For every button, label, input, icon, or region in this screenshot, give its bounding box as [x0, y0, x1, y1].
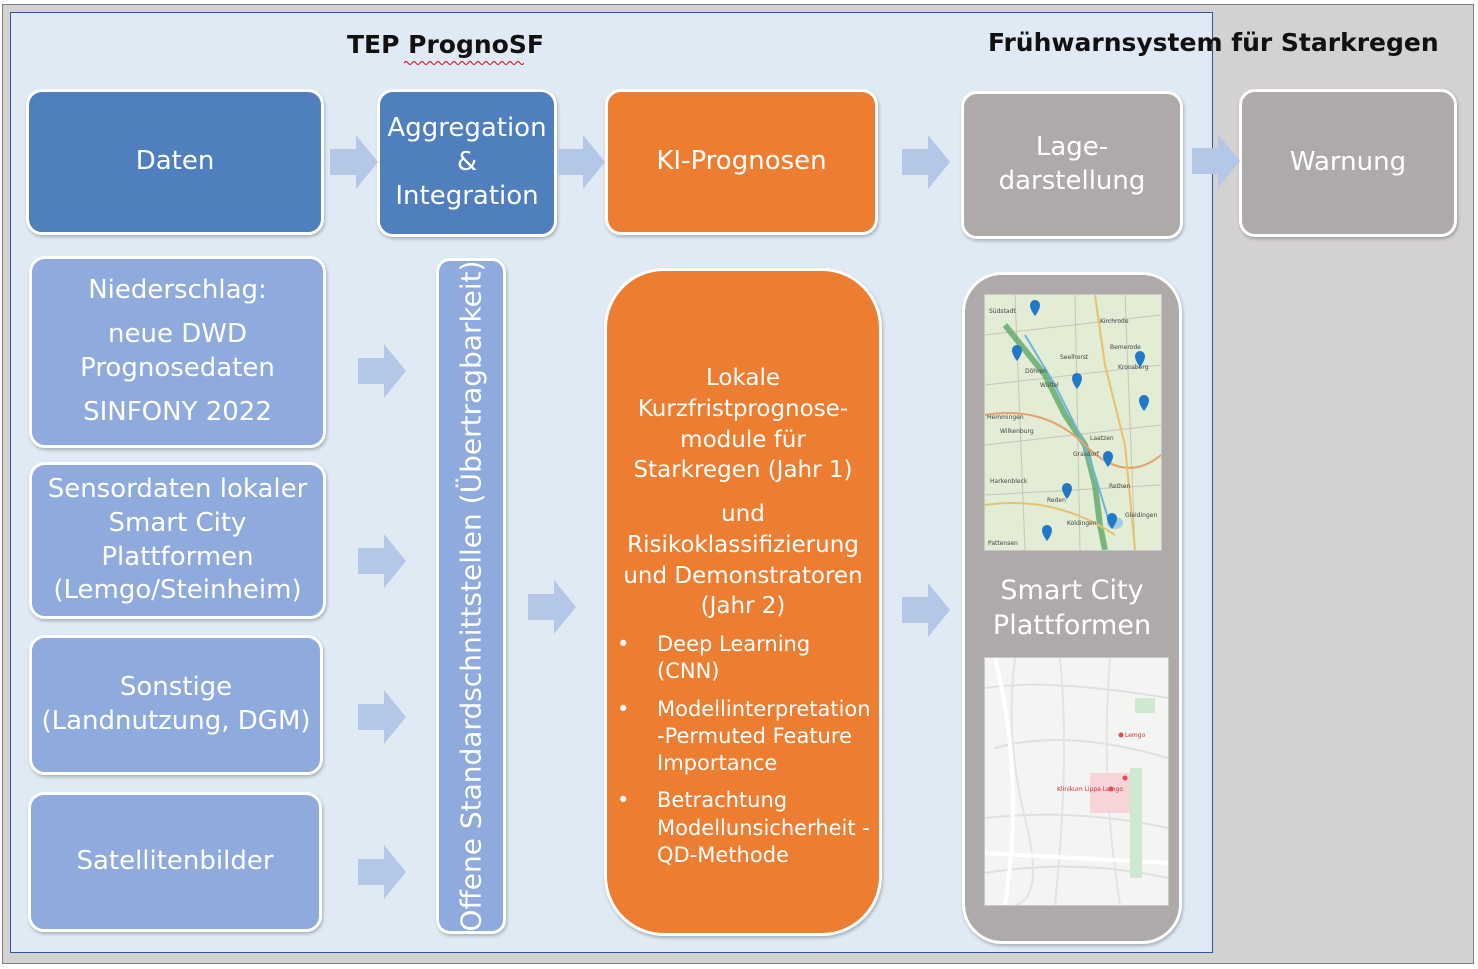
- box-standardschnittstellen: Offene Standardschnittstellen (Übertragb…: [436, 258, 506, 934]
- svg-text:Laatzen: Laatzen: [1090, 435, 1114, 442]
- arrow-right-icon: [557, 135, 605, 189]
- box-smart-city-platforms: Südstadt Kirchrode Bemerode Seelhorst Dö…: [962, 272, 1182, 944]
- spellcheck-underline: [404, 61, 524, 65]
- svg-text:Lemgo: Lemgo: [1125, 732, 1146, 739]
- bullet-item: Modellinterpretation -Permuted Feature I…: [617, 696, 871, 778]
- svg-text:Kronsberg: Kronsberg: [1118, 364, 1149, 371]
- arrow-right-icon: [528, 580, 576, 634]
- svg-text:Gleidingen: Gleidingen: [1125, 512, 1157, 519]
- arrow-right-icon: [358, 690, 406, 744]
- ki-paragraph-1: Lokale Kurzfristprognose- module für Sta…: [633, 365, 853, 484]
- box-sonstige: Sonstige (Landnutzung, DGM): [29, 635, 323, 775]
- box-warnung: Warnung: [1239, 89, 1457, 237]
- arrow-right-icon: [358, 534, 406, 588]
- svg-text:Wülfel: Wülfel: [1040, 382, 1059, 389]
- arrow-right-icon: [902, 135, 950, 189]
- box-sensordaten: Sensordaten lokaler Smart City Plattform…: [29, 462, 326, 619]
- svg-text:Döhren: Döhren: [1025, 368, 1047, 375]
- svg-text:Kirchrode: Kirchrode: [1100, 318, 1129, 325]
- svg-text:Wilkenburg: Wilkenburg: [1000, 428, 1034, 435]
- box-daten: Daten: [26, 89, 324, 235]
- ki-bullet-list: Deep Learning (CNN) Modellinterpretation…: [617, 631, 871, 879]
- svg-text:Pattensen: Pattensen: [988, 540, 1018, 547]
- ki-paragraph-2: und Risikoklassifizierung und Demonstrat…: [623, 501, 863, 620]
- map-hannover: Südstadt Kirchrode Bemerode Seelhorst Dö…: [984, 294, 1162, 551]
- arrow-right-icon: [358, 845, 406, 899]
- map-marker-icon: [1122, 775, 1128, 781]
- map-lemgo: Lemgo Klinikum Lippe Lemgo: [984, 657, 1169, 906]
- svg-text:Rethen: Rethen: [1109, 483, 1130, 490]
- map-marker-icon: [1118, 732, 1124, 738]
- arrow-right-icon: [330, 135, 378, 189]
- heading-tep: TEP PrognoSF: [347, 30, 544, 65]
- box-niederschlag: Niederschlag: neue DWD Prognosedaten SIN…: [29, 256, 326, 448]
- svg-text:Hemmingen: Hemmingen: [987, 414, 1024, 421]
- box-satellitenbilder: Satellitenbilder: [28, 792, 322, 932]
- svg-text:Seelhorst: Seelhorst: [1060, 354, 1089, 361]
- box-lagedarstellung: Lage- darstellung: [961, 91, 1183, 239]
- bullet-item: Deep Learning (CNN): [617, 631, 871, 686]
- box-ki-detail: Lokale Kurzfristprognose- module für Sta…: [604, 268, 882, 936]
- map-pin-icon: [1012, 300, 1149, 541]
- svg-text:Grasdorf: Grasdorf: [1073, 451, 1100, 458]
- arrow-right-icon: [902, 583, 950, 637]
- svg-text:Südstadt: Südstadt: [989, 308, 1016, 315]
- svg-text:Reden: Reden: [1047, 497, 1066, 504]
- map-marker-icon: [1108, 786, 1114, 792]
- box-ki-prognosen: KI-Prognosen: [605, 89, 878, 235]
- smart-city-label: Smart City Plattformen: [992, 575, 1152, 642]
- box-aggregation: Aggregation & Integration: [377, 89, 557, 237]
- svg-text:Bemerode: Bemerode: [1110, 344, 1141, 351]
- heading-fruehwarnsystem: Frühwarnsystem für Starkregen: [988, 28, 1439, 57]
- svg-text:Koldingen: Koldingen: [1067, 520, 1097, 527]
- arrow-right-icon: [358, 344, 406, 398]
- svg-text:Klinikum Lippe Lemgo: Klinikum Lippe Lemgo: [1057, 786, 1123, 793]
- arrow-right-icon: [1192, 134, 1240, 188]
- svg-text:Harkenbleck: Harkenbleck: [990, 478, 1028, 485]
- bullet-item: Betrachtung Modellunsicherheit - QD-Meth…: [617, 787, 871, 869]
